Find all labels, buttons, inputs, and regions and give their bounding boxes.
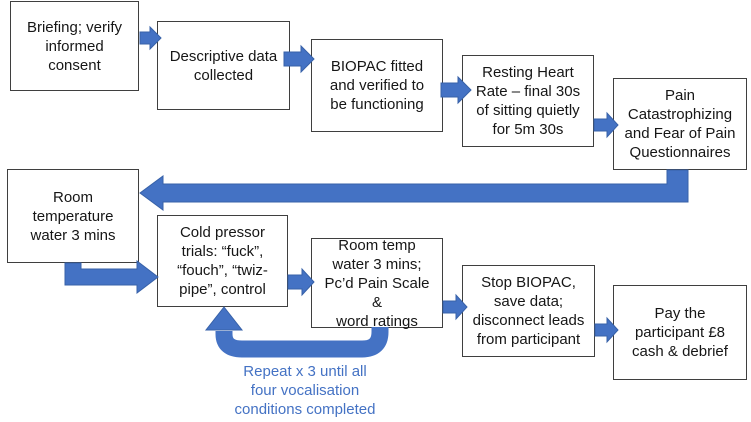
flow-box-pay-participant: Pay the participant £8 cash & debrief — [613, 285, 747, 380]
flow-box-briefing: Briefing; verify informed consent — [10, 1, 139, 91]
flow-box-resting-heart-rate: Resting Heart Rate – final 30s of sittin… — [462, 55, 594, 147]
arrow-questionnaires-to-roomtemp1-icon — [139, 169, 689, 211]
arrow-roomtemp1-to-coldpressor-icon — [64, 259, 159, 295]
flow-box-biopac-fitted: BIOPAC fitted and verified to be functio… — [311, 39, 443, 132]
flow-box-room-temp-water-1: Room temperature water 3 mins — [7, 169, 139, 263]
flow-box-stop-biopac: Stop BIOPAC, save data; disconnect leads… — [462, 265, 595, 357]
flow-box-cold-pressor-trials: Cold pressor trials: “fuck”, “fouch”, “t… — [157, 215, 288, 307]
flow-box-pain-questionnaires: Pain Catastrophizing and Fear of Pain Qu… — [613, 78, 747, 170]
flow-box-room-temp-water-2: Room temp water 3 mins; Pc’d Pain Scale … — [311, 237, 443, 330]
repeat-loop-note: Repeat x 3 until all four vocalisation c… — [234, 363, 376, 418]
flow-box-descriptive-data: Descriptive data collected — [157, 21, 290, 110]
repeat-loop-arrowhead-icon — [204, 306, 244, 331]
